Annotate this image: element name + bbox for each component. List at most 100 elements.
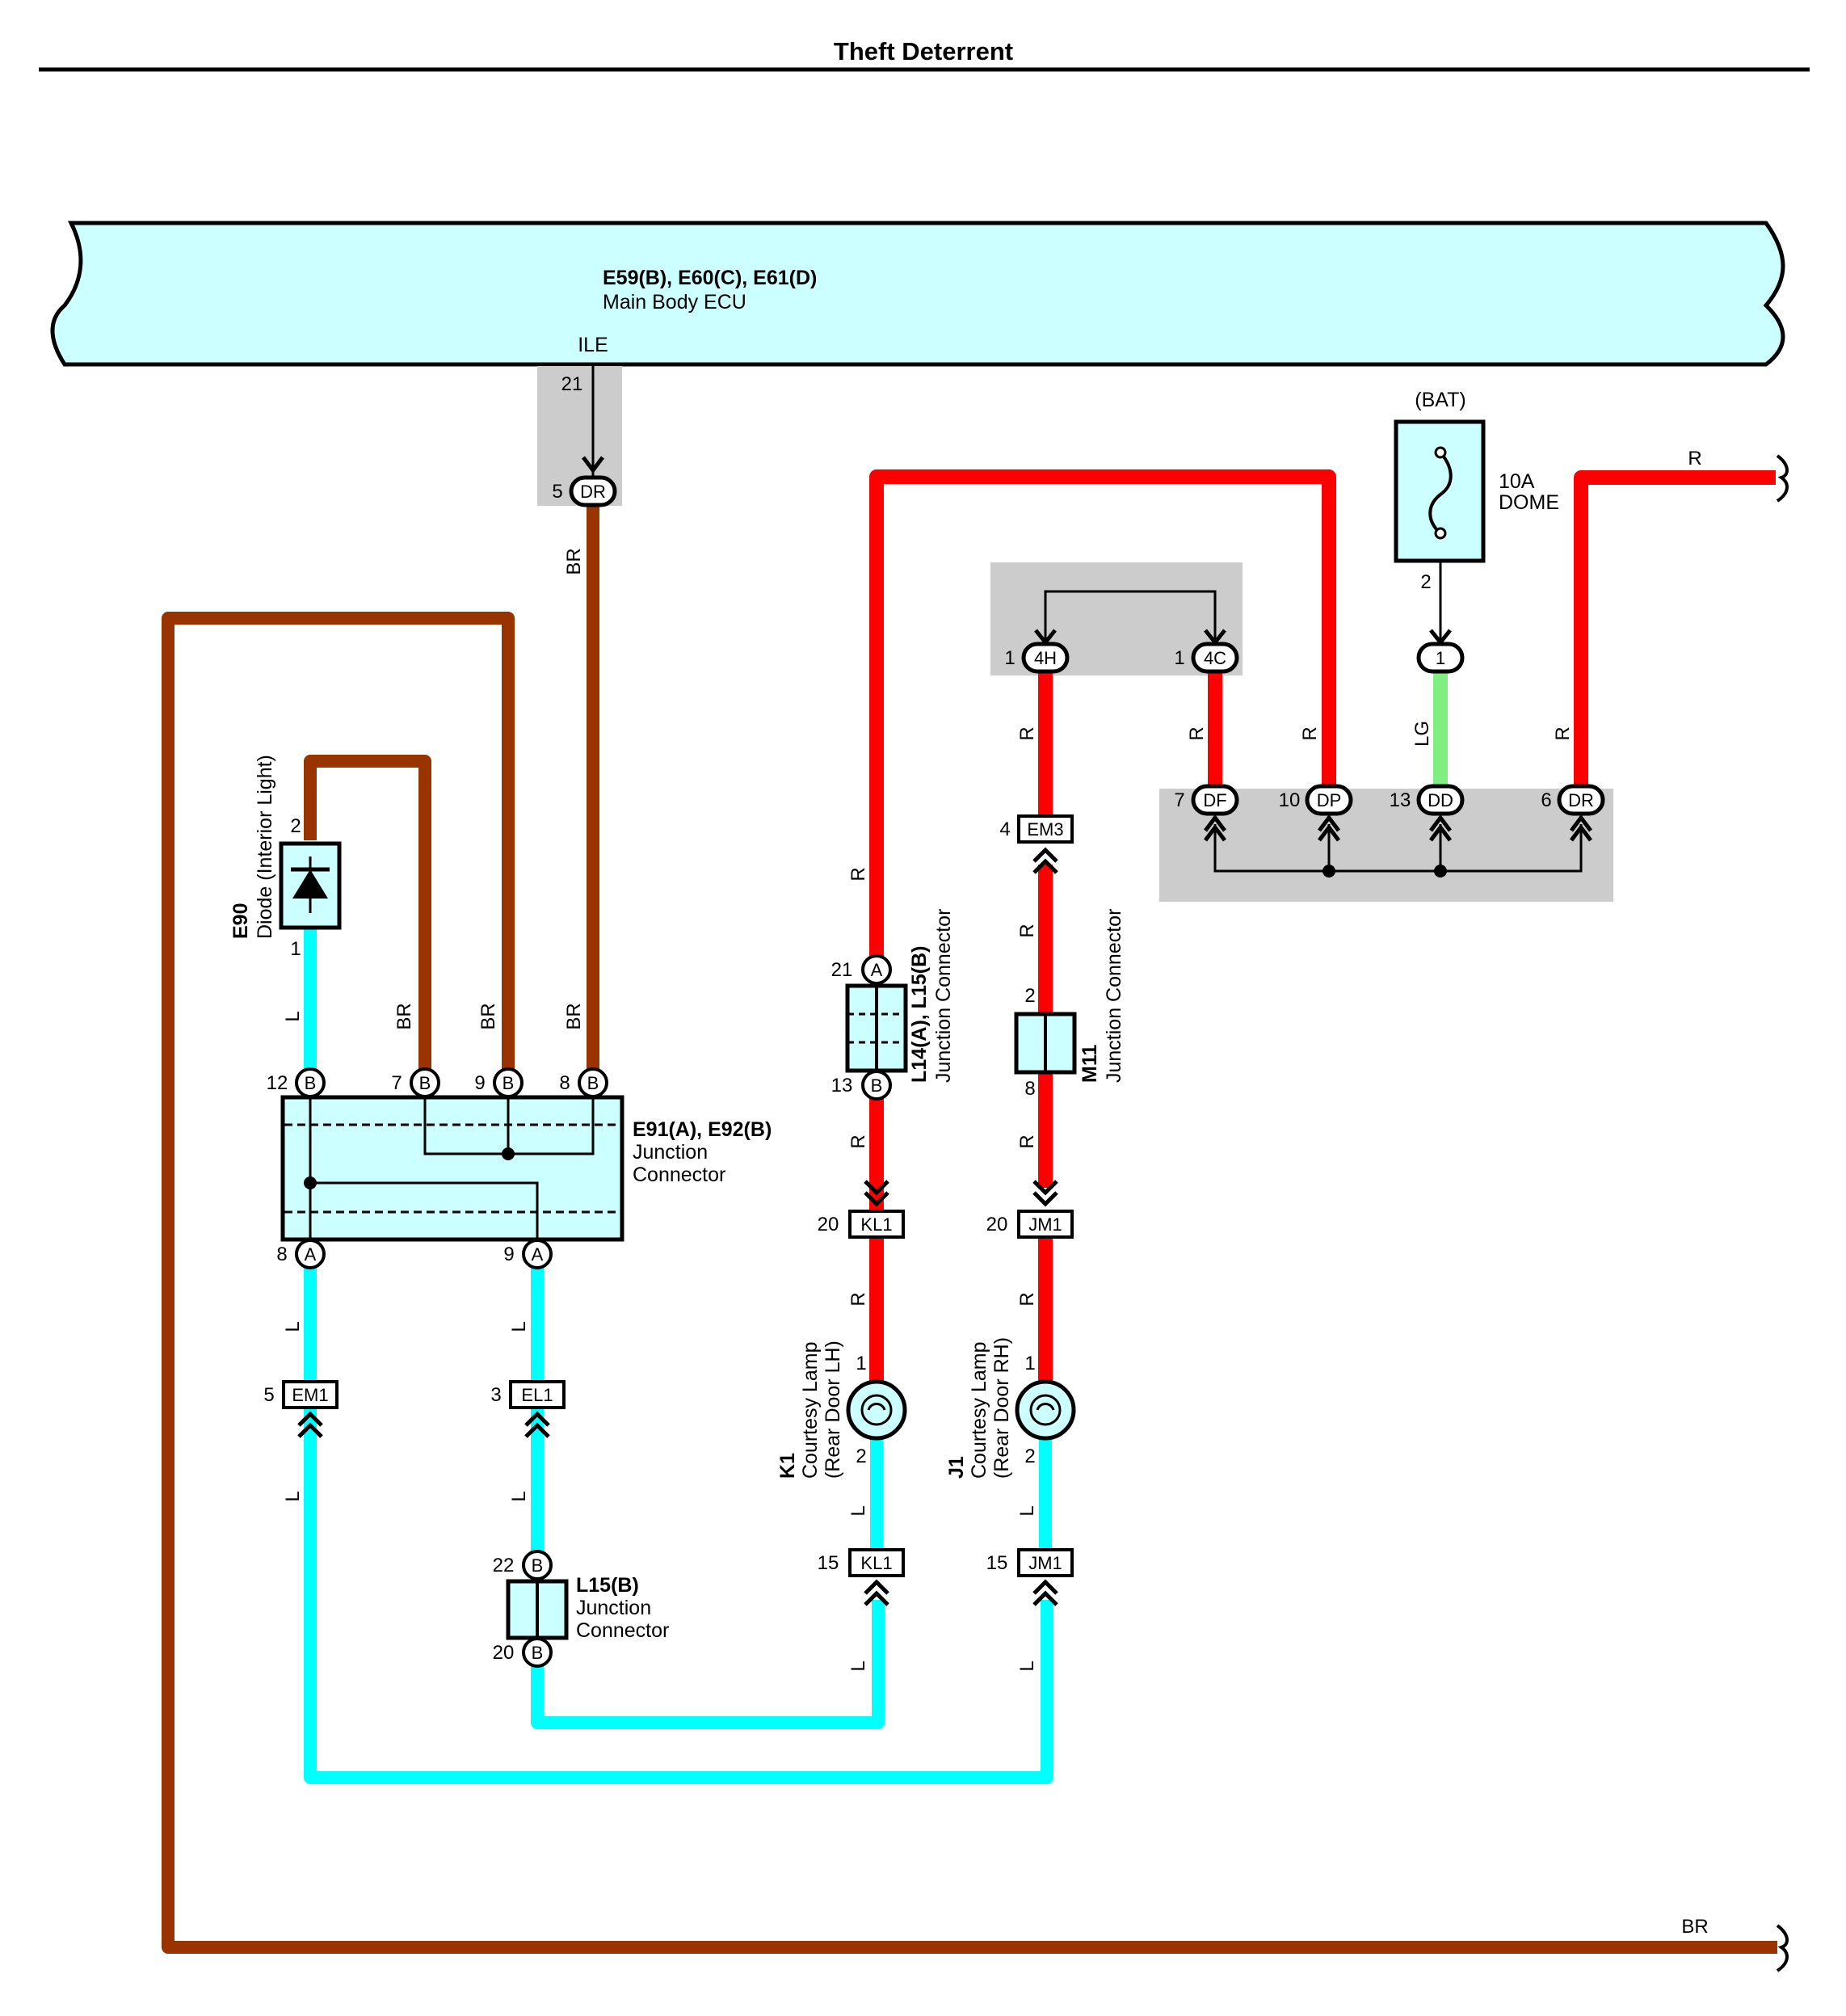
lamp-j1-pin-2: 2 xyxy=(1024,1446,1035,1467)
lamp-j1-ring xyxy=(1029,1394,1062,1426)
fuse-terminal-top xyxy=(1434,446,1447,459)
jc-e91-desc2: Connector xyxy=(633,1164,725,1186)
wire-label-l-j1: L xyxy=(1016,1505,1038,1516)
wire-r-right-top xyxy=(1574,470,1776,798)
fuse-terminal-bot xyxy=(1434,527,1447,540)
jc-e91-pin-8b-letter: B xyxy=(587,1073,599,1093)
jc-e91-pin-7b xyxy=(410,1067,440,1098)
pin-4h xyxy=(1021,642,1070,674)
diode-desc: Diode (Interior Light) xyxy=(254,755,276,939)
jc-m11-code: M11 xyxy=(1079,1045,1101,1083)
jc-m11-pin-8: 8 xyxy=(1024,1078,1035,1100)
wire-4h-4c-link xyxy=(1044,590,1217,642)
jc-l14-pin-bot xyxy=(861,1070,892,1101)
jc-e91-pin-8b xyxy=(578,1067,608,1098)
pin-dp xyxy=(1305,784,1353,816)
fuse-element xyxy=(1428,451,1453,535)
continuation-r xyxy=(1776,454,1789,503)
jc-e91-pin-9b-num: 9 xyxy=(474,1072,485,1094)
lamp-k1-pin-2: 2 xyxy=(856,1446,866,1467)
conn-el1-label: EL1 xyxy=(521,1385,553,1405)
main-body-ecu xyxy=(50,221,1785,367)
arrow-em1 xyxy=(297,1411,323,1438)
conn-jm1-top-label: JM1 xyxy=(1028,1214,1062,1235)
wire-l-e91-8a-j1 xyxy=(304,1252,1053,1784)
lamp-j1-pin-1: 1 xyxy=(1024,1353,1035,1374)
fuse-source: (BAT) xyxy=(1415,389,1465,411)
jc-l14-code: L14(A), L15(B) xyxy=(908,946,931,1083)
jc-l14-pin-top-letter: A xyxy=(871,960,883,980)
arrow-df xyxy=(1204,814,1226,842)
jc-l15-pin-20b xyxy=(522,1637,553,1668)
arrow-dr-right xyxy=(1570,814,1592,842)
jc-l15-desc2: Connector xyxy=(576,1619,669,1642)
wire-label-r-left: R xyxy=(847,867,869,881)
jc-e91-pin-12b xyxy=(295,1067,326,1098)
conn-kl1-bot-num: 15 xyxy=(818,1552,839,1574)
ecu-terminal-ile: ILE xyxy=(578,334,608,356)
wire-label-br-dr: BR xyxy=(563,548,585,574)
jc-l15-pin-22b xyxy=(522,1550,553,1580)
jc-e91-desc1: Junction xyxy=(633,1141,708,1164)
pin-df xyxy=(1191,784,1239,816)
conn-kl1-top-label: KL1 xyxy=(860,1214,892,1235)
fuse-pin-2: 2 xyxy=(1420,571,1431,593)
pin-df-num: 7 xyxy=(1174,789,1184,811)
conn-kl1-bot xyxy=(848,1548,905,1577)
ecu-desc: Main Body ECU xyxy=(603,291,746,314)
lamp-k1-code: K1 xyxy=(776,1453,799,1479)
fuse-box xyxy=(1394,419,1486,563)
jc-e91-pin-12b-letter: B xyxy=(305,1073,317,1093)
ecu-pin-21: 21 xyxy=(561,373,583,395)
jc-e91-pin-12b-num: 12 xyxy=(267,1072,288,1094)
diode-code: E90 xyxy=(229,903,252,939)
conn-kl1-top xyxy=(848,1210,905,1239)
wire-label-l-8a: L xyxy=(282,1321,304,1332)
arrow-dd xyxy=(1429,814,1452,842)
conn-em3-label: EM3 xyxy=(1027,819,1063,840)
jc-e91-pin-8a xyxy=(295,1239,326,1269)
arrow-jm1-bot xyxy=(1032,1579,1058,1606)
jc-l15-pin-22b-letter: B xyxy=(532,1555,544,1576)
jc-l15-pin-22b-num: 22 xyxy=(493,1555,515,1576)
jc-l15-desc1: Junction xyxy=(576,1597,651,1619)
conn-kl1-top-num: 20 xyxy=(818,1214,839,1235)
jc-l15-pin-20b-num: 20 xyxy=(493,1642,515,1664)
wire-label-r-4h: R xyxy=(1016,726,1038,740)
jc-e91-pin-8a-num: 8 xyxy=(276,1244,287,1265)
jc-l15-pin-20b-letter: B xyxy=(532,1643,544,1663)
conn-em3 xyxy=(1017,814,1074,844)
jc-e91-link-l xyxy=(309,1096,539,1240)
lamp-j1 xyxy=(1015,1379,1076,1441)
jc-e91-pin-9b xyxy=(493,1067,524,1098)
wire-label-br-12: BR xyxy=(393,1003,415,1029)
wire-label-r-dp: R xyxy=(1299,726,1321,740)
lamp-k1-desc2: (Rear Door LH) xyxy=(822,1340,844,1479)
continuation-br xyxy=(1776,1924,1789,1972)
arrow-jm1-top xyxy=(1032,1180,1058,1207)
conn-el1-num: 3 xyxy=(490,1384,501,1406)
jc-l14-pin-top-num: 21 xyxy=(831,959,853,981)
pin-4c xyxy=(1191,642,1239,674)
lamp-k1-ring xyxy=(860,1394,893,1426)
jc-e91-splice-br xyxy=(502,1147,515,1160)
pin-4c-num: 1 xyxy=(1174,647,1184,669)
arrow-kl1-bot xyxy=(864,1579,889,1606)
pin-dd-label: DD xyxy=(1428,790,1453,810)
jc-e91-pin-9b-letter: B xyxy=(502,1073,515,1093)
fuse-rating: 10A xyxy=(1499,470,1535,493)
pin-dr-top-label: DR xyxy=(580,482,606,502)
wire-l-l15-k1 xyxy=(531,1600,885,1729)
wire-label-br-bottom: BR xyxy=(1681,1916,1708,1938)
conn-el1 xyxy=(509,1380,566,1409)
jc-m11-pin-2: 2 xyxy=(1024,985,1035,1007)
wire-label-r-jm1: R xyxy=(1016,1292,1038,1306)
jc-e91-pin-8a-letter: A xyxy=(305,1244,317,1265)
wire-br-diode-loop xyxy=(304,755,431,1083)
wire-right-bus xyxy=(1213,824,1583,873)
page-title: Theft Deterrent xyxy=(834,37,1013,65)
splice-dot-dd xyxy=(1434,865,1447,878)
wire-label-l-el1: L xyxy=(508,1491,530,1501)
jc-m11-desc: Junction Connector xyxy=(1103,909,1125,1083)
jc-e91-pin-9a xyxy=(522,1239,553,1269)
